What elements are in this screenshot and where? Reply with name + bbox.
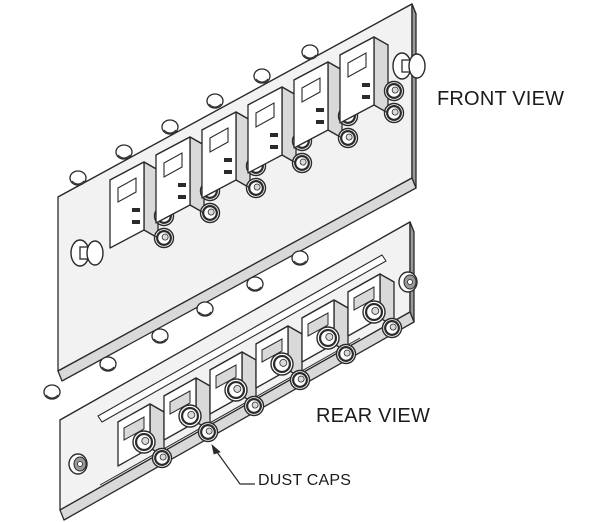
rear-panel-slot-line — [99, 337, 361, 486]
rear-adapter-cap-lower-3 — [243, 395, 265, 417]
rear-panel-label-strip — [97, 254, 387, 423]
rear-adapter-6 — [347, 273, 403, 339]
front-adapter-port-lower-6 — [383, 102, 405, 124]
rear-adapter-cap-lower-5 — [335, 343, 357, 365]
rear-adapter-cap-upper-6 — [362, 300, 386, 324]
rear-adapter-1 — [117, 403, 173, 469]
front-panel-screw-left — [70, 239, 104, 267]
front-view-label: FRONT VIEW — [437, 88, 565, 110]
dust-caps-label: DUST CAPS — [258, 472, 352, 489]
dust-caps-leader-line — [211, 443, 255, 485]
front-adapter-rear-nub-1 — [69, 170, 87, 186]
rear-view-label: REAR VIEW — [316, 405, 431, 427]
front-adapter-port-lower-4 — [291, 152, 313, 174]
front-panel-screw-right — [392, 52, 426, 80]
rear-panel-screw-left — [68, 453, 88, 475]
front-adapter-rear-nub-2 — [115, 144, 133, 160]
front-adapter-rear-nub-4 — [206, 93, 224, 109]
rear-adapter-2 — [163, 377, 219, 443]
rear-panel-screw-right — [398, 271, 418, 293]
front-adapter-port-lower-5 — [337, 127, 359, 149]
rear-adapter-cap-upper-5 — [316, 326, 340, 350]
rear-adapter-cap-lower-4 — [289, 369, 311, 391]
front-adapter-6 — [339, 36, 405, 124]
front-adapter-4 — [247, 86, 313, 174]
rear-adapter-cap-upper-1 — [132, 430, 156, 454]
rear-panel-back-bump-5 — [246, 276, 264, 292]
rear-adapter-cap-upper-3 — [224, 378, 248, 402]
rear-panel-back-bump-2 — [99, 356, 117, 372]
rear-adapter-cap-upper-4 — [270, 352, 294, 376]
front-panel-side-edge — [411, 3, 417, 189]
front-adapter-port-lower-2 — [199, 202, 221, 224]
rear-panel-back-bump-4 — [196, 301, 214, 317]
rear-view-panel — [43, 221, 418, 521]
rear-adapter-cap-lower-2 — [197, 421, 219, 443]
rear-panel-back-bump-3 — [151, 328, 169, 344]
front-adapter-rear-nub-6 — [301, 44, 319, 60]
rear-panel-back-bump-1 — [43, 384, 61, 400]
rear-panel-back-bump-6 — [291, 250, 309, 266]
rear-adapter-cap-lower-6 — [381, 317, 403, 339]
front-adapter-1 — [109, 161, 175, 249]
front-adapter-rear-nub-3 — [161, 119, 179, 135]
rear-adapter-cap-lower-1 — [151, 447, 173, 469]
front-adapter-port-lower-1 — [153, 227, 175, 249]
front-adapter-port-upper-6 — [383, 80, 405, 102]
rear-adapter-3 — [209, 351, 265, 417]
dust-caps-leader — [213, 447, 255, 485]
front-view-panel — [57, 3, 426, 382]
rear-adapter-cap-upper-2 — [178, 404, 202, 428]
rear-adapter-4 — [255, 325, 311, 391]
front-adapter-rear-nub-5 — [253, 68, 271, 84]
rear-adapter-5 — [301, 299, 357, 365]
front-panel-bottom-edge — [57, 177, 417, 382]
dust-caps-leader-arrowhead — [211, 443, 221, 455]
front-adapter-2 — [155, 136, 221, 224]
